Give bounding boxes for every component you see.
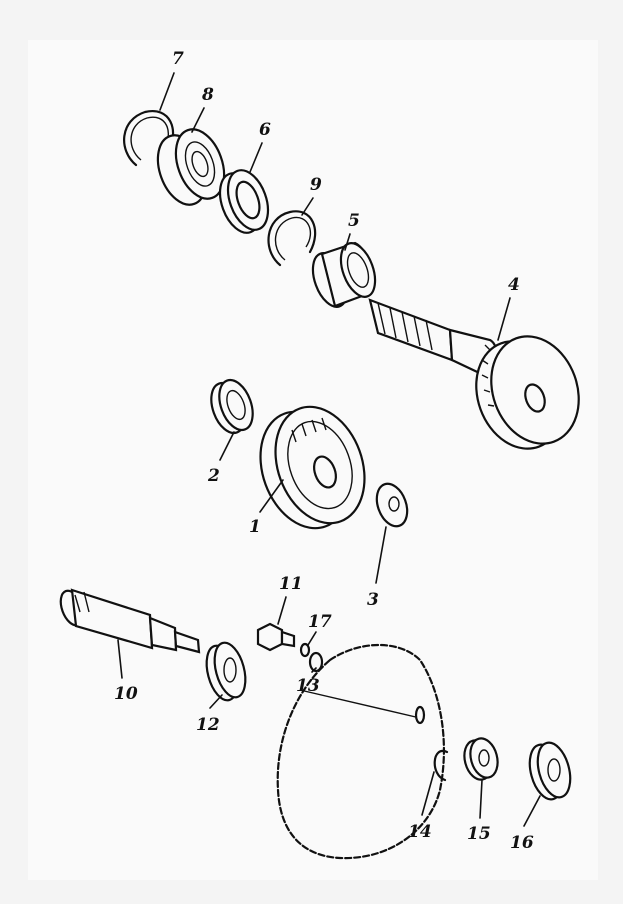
callout-5: 5 (348, 211, 360, 231)
part-1-gear (259, 405, 366, 530)
part-2-bearing (210, 378, 254, 435)
callout-11: 11 (279, 574, 303, 594)
callout-13: 13 (296, 676, 320, 696)
part-11-nut (256, 622, 296, 652)
callout-14: 14 (408, 822, 432, 842)
callout-9: 9 (310, 175, 322, 195)
callout-10: 10 (114, 684, 138, 704)
part-5-needle-bearing (311, 241, 377, 308)
part-3-washer (375, 482, 409, 528)
callout-8: 8 (201, 85, 214, 105)
part-14-circlip (433, 749, 449, 782)
callout-15: 15 (467, 824, 491, 844)
callout-2: 2 (207, 466, 220, 486)
part-13-washer (308, 651, 324, 673)
callout-17: 17 (308, 612, 332, 632)
callout-3: 3 (367, 590, 379, 610)
part-6-seal (218, 169, 270, 234)
callout-1: 1 (249, 517, 261, 537)
leader-lines (117, 72, 541, 827)
part-10-pinion-shaft (59, 588, 201, 654)
gearcase-outline (276, 644, 446, 860)
callout-12: 12 (196, 715, 220, 735)
part-15-collar (463, 737, 499, 781)
part-9-circlip (267, 210, 317, 267)
part-8-bearing (156, 128, 226, 206)
part-16-bearing (528, 741, 572, 801)
callout-7: 7 (172, 49, 184, 69)
part-7-circlip (123, 109, 175, 167)
callout-4: 4 (508, 275, 520, 295)
part-12-bearing (205, 641, 247, 702)
callout-16: 16 (510, 833, 534, 853)
callout-6: 6 (259, 120, 271, 140)
part-17-washer (299, 642, 311, 658)
part-4-shaft-gear (368, 298, 580, 450)
